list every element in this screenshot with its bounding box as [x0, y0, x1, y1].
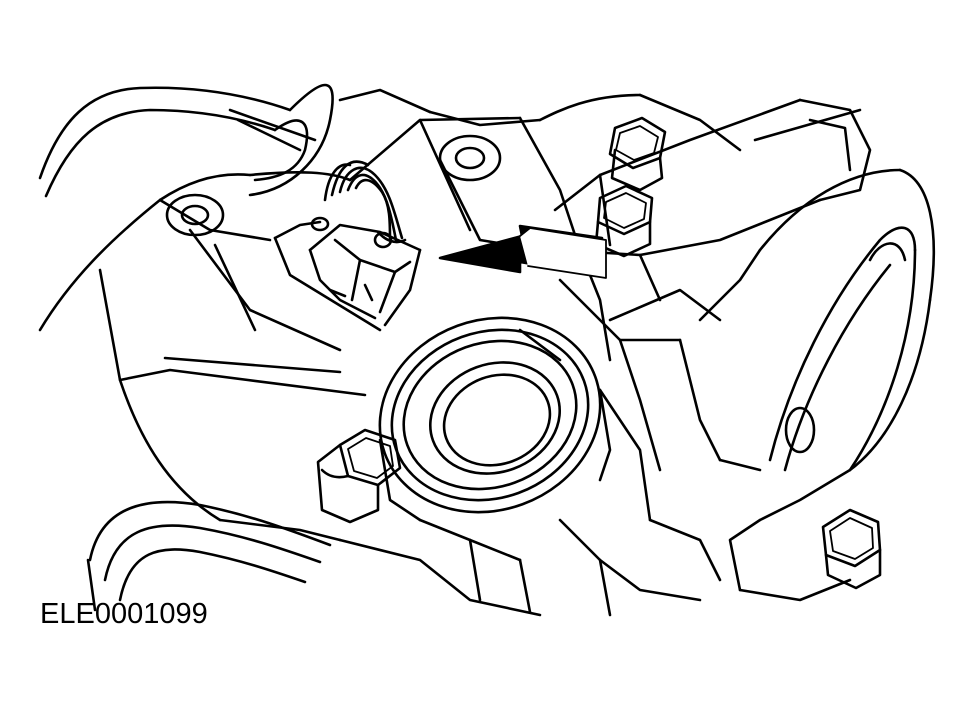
callout-arrow	[438, 224, 607, 279]
lower-casting	[338, 518, 722, 617]
figure-id-label: ELE0001099	[40, 598, 208, 630]
sensor-connector	[273, 160, 422, 332]
upper-left-hose	[38, 83, 334, 198]
bolt-lower-right	[821, 508, 882, 590]
lower-left-pipe	[86, 500, 332, 612]
engine-housing	[38, 88, 936, 602]
central-bore	[378, 316, 612, 522]
mounting-lug-top	[438, 134, 502, 182]
bolt-lower-left	[316, 428, 402, 524]
right-pulley	[768, 226, 917, 472]
mounting-lug-left	[165, 193, 225, 237]
bolt-top	[608, 116, 667, 192]
